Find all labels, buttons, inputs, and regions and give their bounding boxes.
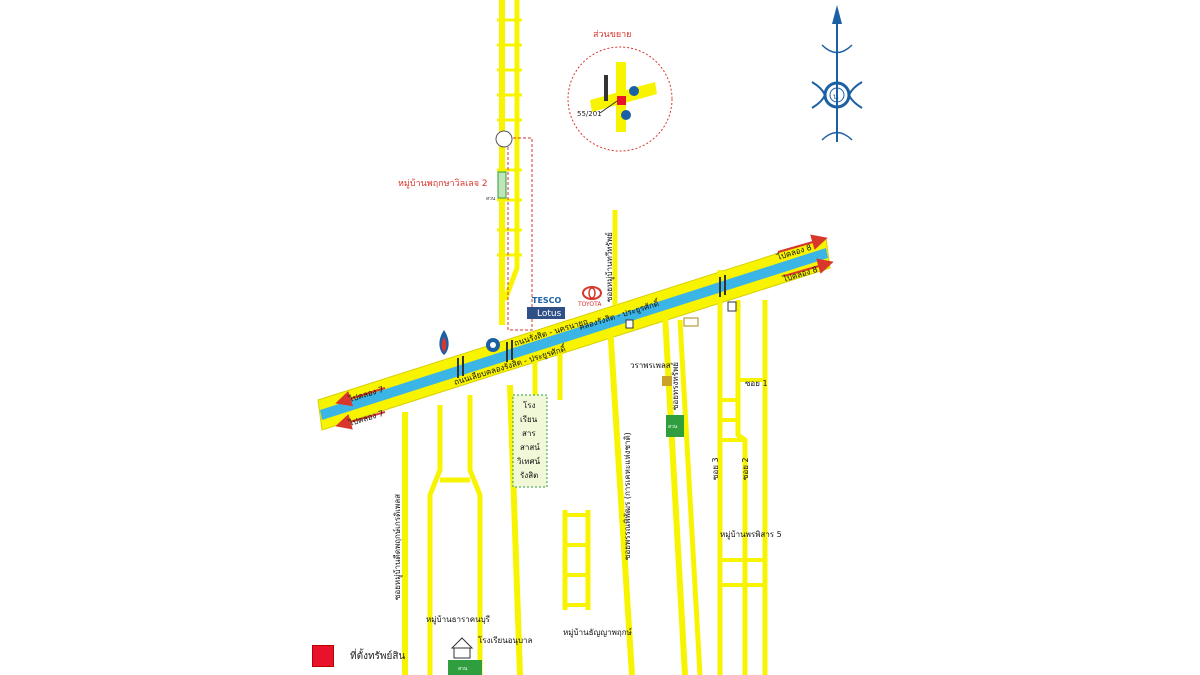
label-worapornplace: วราพรเพลส bbox=[630, 361, 671, 370]
label-soi-tawee: ซอยหมู่บ้านทวีทรัพย์ bbox=[604, 232, 615, 302]
label-soi-ketsiri: ซอยหมู่บ้านตีดพฤกษ์เกรดิเพลส bbox=[392, 494, 403, 600]
direction-arrows bbox=[335, 234, 834, 430]
street-labels: ซอยหมู่บ้านทวีทรัพย์ วราพรเพลส ซอยทรงทรั… bbox=[392, 232, 782, 645]
seven-eleven-icon-left bbox=[625, 319, 634, 329]
road-soi-pak bbox=[677, 319, 703, 675]
label-soi3: ซอย 3 bbox=[711, 457, 720, 480]
road-west-b bbox=[467, 395, 483, 675]
inset-zoom: ส่วนขยาย 55/201 bbox=[567, 30, 673, 152]
road-ketsiri bbox=[662, 314, 688, 675]
esso-station-icon bbox=[486, 338, 500, 352]
road-north-village-2 bbox=[502, 0, 520, 301]
ptt-station-icon bbox=[439, 330, 449, 355]
park-mid bbox=[666, 415, 684, 437]
school-line-4: สาสน์ bbox=[520, 442, 540, 452]
tesco-bottom: Lotus bbox=[537, 309, 562, 319]
road-east-ladder bbox=[720, 398, 765, 587]
village-top-park bbox=[497, 171, 507, 199]
compass-rose-icon: น bbox=[811, 5, 863, 142]
gas-station-icon bbox=[495, 130, 513, 148]
inset-marker-2 bbox=[621, 110, 631, 120]
label-soi1: ซอย 1 bbox=[745, 379, 768, 388]
village-top-small: สวน bbox=[486, 196, 496, 202]
inset-address: 55/201 bbox=[577, 110, 602, 118]
legend-property-text: ที่ตั้งทรัพย์สิน bbox=[350, 650, 406, 662]
road-east-b bbox=[735, 300, 748, 675]
village-top-dashed-area bbox=[507, 137, 533, 331]
road-school bbox=[507, 384, 523, 675]
canal-water bbox=[320, 248, 828, 420]
school-line-3: สาร bbox=[522, 429, 536, 438]
legend-property-swatch bbox=[312, 645, 334, 667]
school-saraswat: โรง เรียน สาร สาสน์ วิเทศน์ รังสิต bbox=[512, 394, 548, 488]
road-pinitkorn bbox=[607, 324, 635, 675]
village-top-label: หมู่บ้านพฤกษาวิลเลจ 2 bbox=[398, 178, 488, 189]
label-village-tarapuri: หมู่บ้านธาราคนบุรี bbox=[426, 615, 491, 625]
road-thanya-ladder bbox=[565, 513, 588, 607]
north-letter: น bbox=[833, 92, 839, 101]
park-mid-label: สวน bbox=[668, 424, 678, 430]
seven-eleven-icon-right bbox=[727, 301, 737, 312]
park-bottom-label: สวน bbox=[458, 666, 468, 672]
inset-title: ส่วนขยาย bbox=[593, 30, 631, 40]
label-school-kinder: โรงเรียนอนุบาล bbox=[478, 635, 533, 645]
inset-pointer-line bbox=[599, 100, 618, 114]
property-marker-icon bbox=[617, 96, 626, 105]
label-village-thanya: หมู่บ้านธัญญาพฤกษ์ bbox=[563, 627, 632, 638]
tesco-top: TESCO bbox=[532, 296, 562, 305]
school-line-2: เรียน bbox=[520, 415, 538, 424]
label-village-ps5: หมู่บ้านพรพิสาร 5 bbox=[720, 530, 782, 540]
road-north-ticks bbox=[497, 18, 522, 257]
school-line-1: โรง bbox=[523, 400, 536, 410]
village-top: สวน หมู่บ้านพฤกษาวิลเลจ 2 bbox=[398, 130, 533, 331]
inset-road-vert-2 bbox=[604, 75, 608, 101]
shrine-icon bbox=[662, 376, 672, 386]
kindergarten-icon bbox=[450, 637, 474, 659]
school-line-6: รังสิต bbox=[520, 471, 538, 480]
label-soi2: ซอย 2 bbox=[741, 457, 750, 480]
inset-marker-3 bbox=[629, 86, 639, 96]
park-bottom bbox=[448, 660, 482, 675]
building-icon bbox=[683, 317, 699, 327]
label-soi-pak: ซอยทรงทรัพย์ bbox=[670, 362, 680, 410]
inset-circle bbox=[567, 46, 673, 152]
bridges bbox=[457, 275, 726, 378]
tesco-lotus-logo-icon: TESCO Lotus bbox=[527, 296, 565, 319]
school-line-5: วิเทศน์ bbox=[516, 456, 540, 466]
label-soi-pinitkorn: ซอยพรรณพิพัฒร (การเคหะแห่งชาติ) bbox=[623, 432, 632, 560]
legend: ที่ตั้งทรัพย์สิน bbox=[312, 645, 405, 667]
road-west-a bbox=[427, 405, 443, 675]
toyota-label: TOYOTA bbox=[577, 301, 602, 308]
toyota-logo-icon: TOYOTA bbox=[577, 286, 602, 308]
